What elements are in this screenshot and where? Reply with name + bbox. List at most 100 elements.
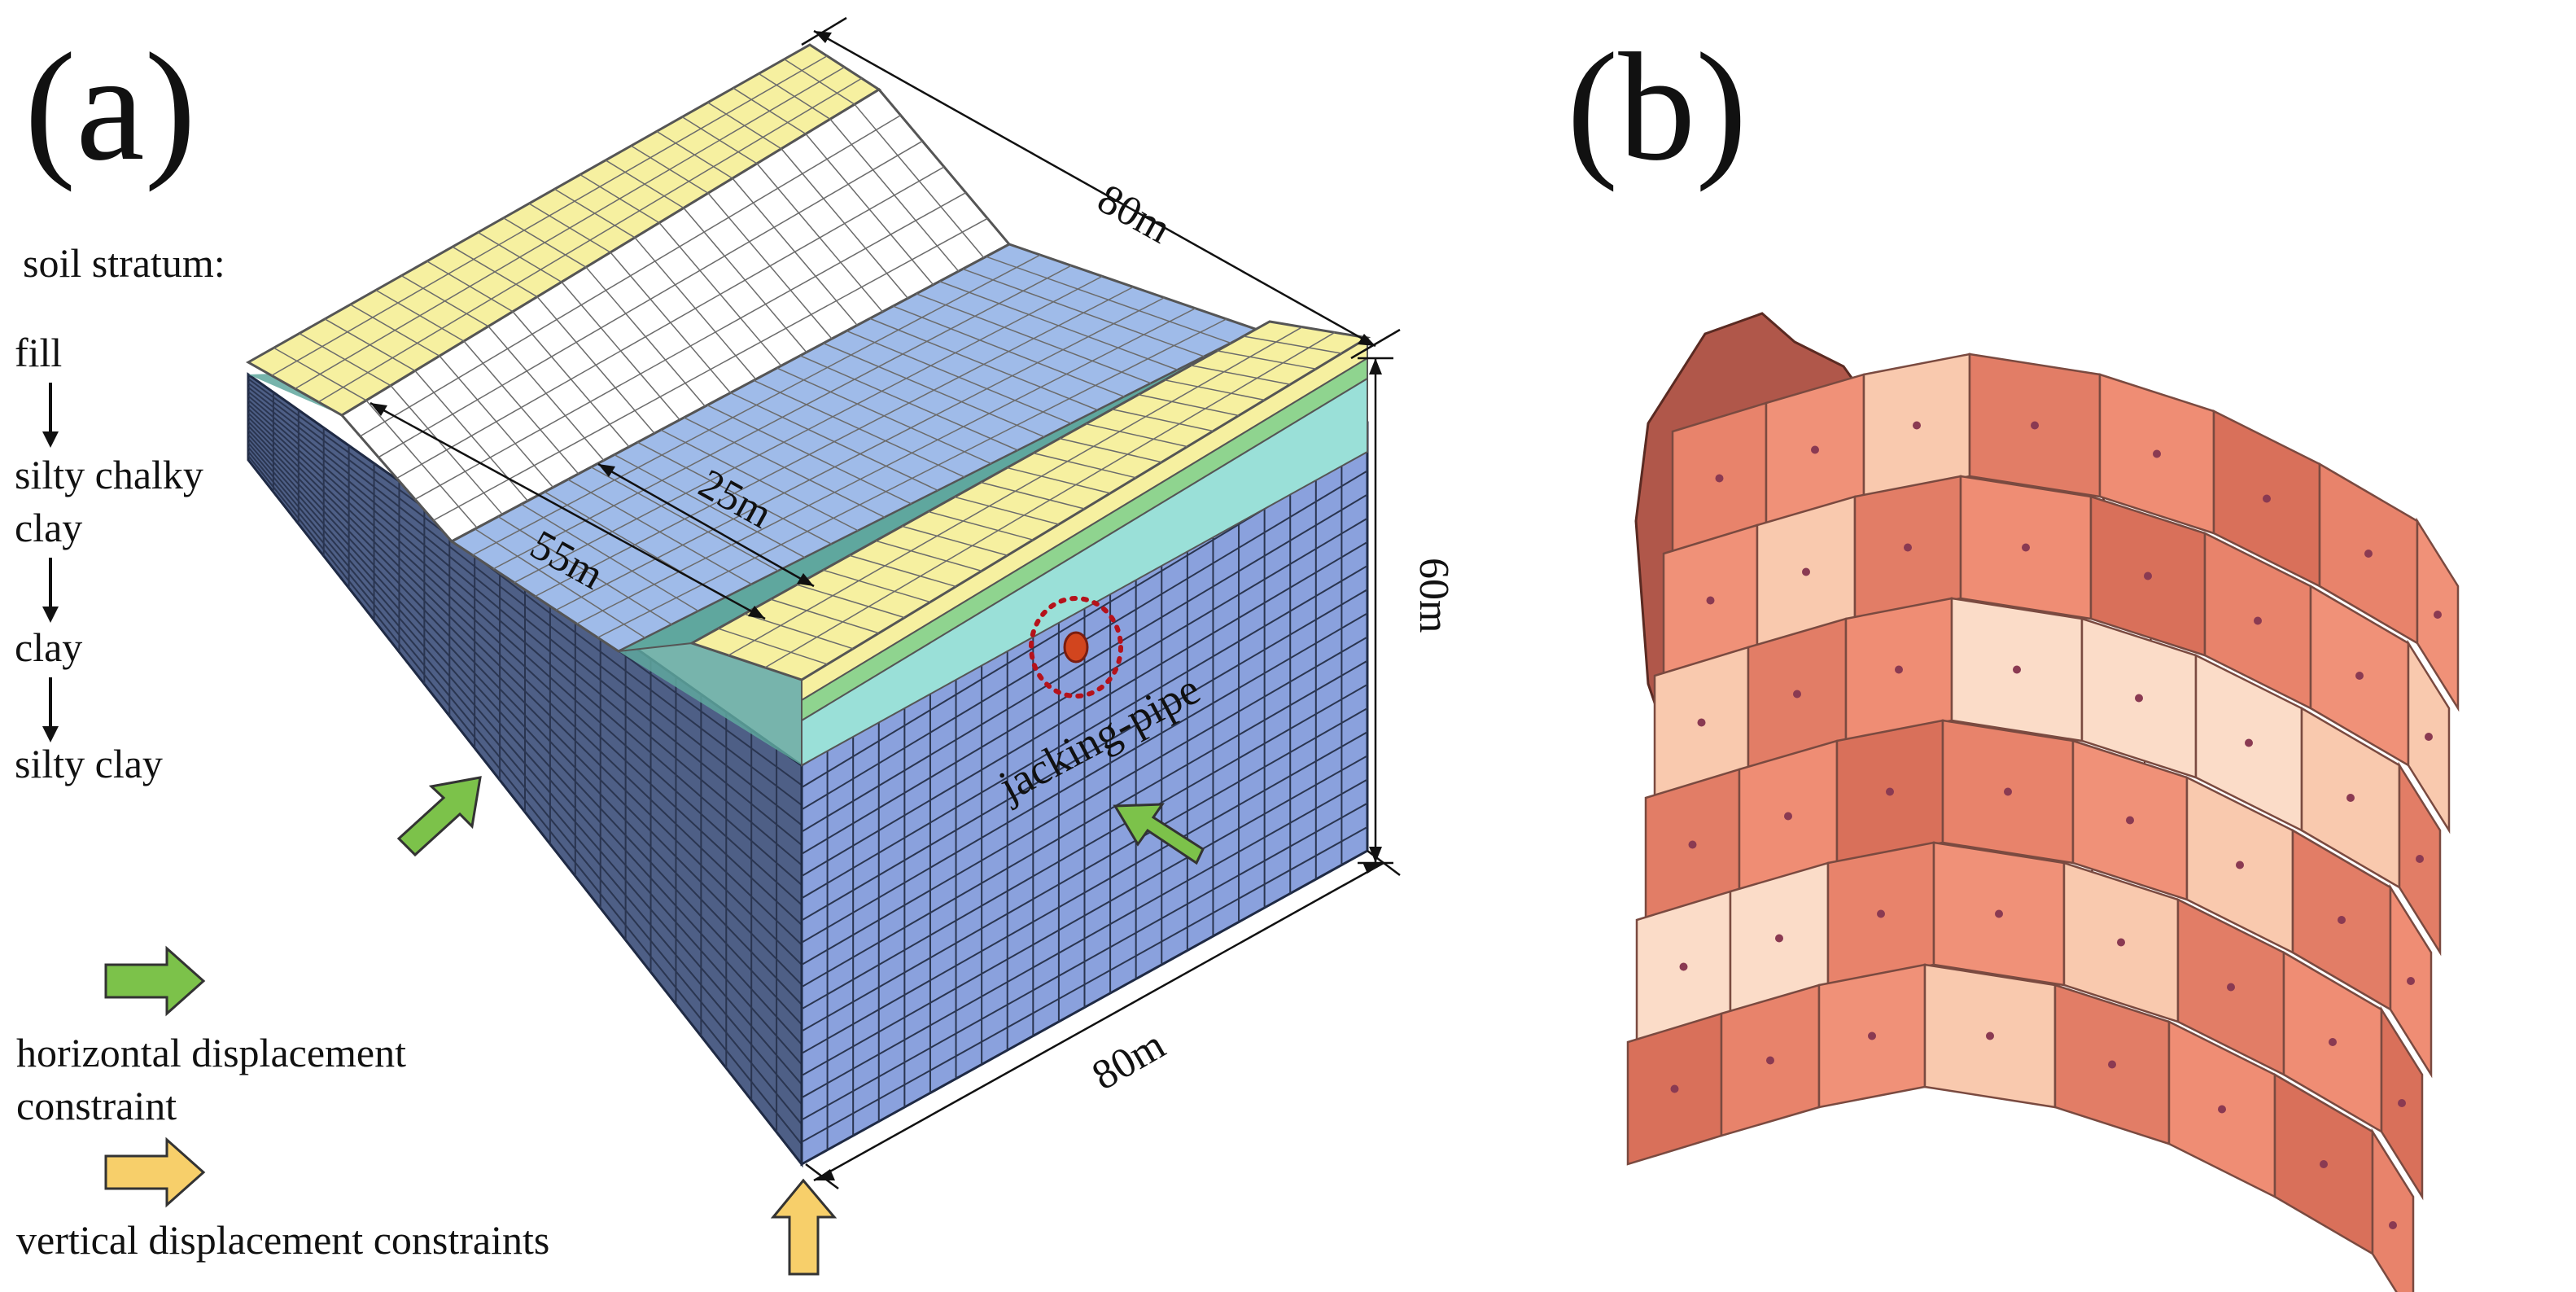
ring-node-dot xyxy=(2022,543,2030,552)
vertical-constraint-arrow-icon xyxy=(104,1137,206,1208)
horizontal-constraint-label-line1: horizontal displacement xyxy=(16,1030,406,1075)
horizontal-constraint-arrow-icon xyxy=(104,945,206,1017)
ring-node-dot xyxy=(2108,1060,2116,1069)
top-mesh-line xyxy=(555,296,1165,611)
left-mesh-line xyxy=(248,455,802,1145)
right-mesh-line xyxy=(802,589,1367,922)
right-mesh-line xyxy=(802,612,1367,944)
dimension-height: 60m xyxy=(1410,558,1457,633)
ring-node-dot xyxy=(1688,840,1697,849)
right-silty-chalky-band xyxy=(801,377,1368,767)
top-mesh-line xyxy=(796,584,905,619)
top-mesh-line xyxy=(271,55,828,376)
legend-layer-clay: clay xyxy=(15,624,82,670)
dimension-arrowheads xyxy=(370,31,1384,1180)
ring-node-dot xyxy=(2153,449,2161,458)
ring-node-dot xyxy=(2329,1038,2337,1046)
top-mesh-line xyxy=(901,525,1008,556)
left-mesh-line xyxy=(248,416,802,966)
left-mesh-line xyxy=(248,433,802,1045)
ring-node-dot xyxy=(1886,787,1894,796)
left-mesh-line xyxy=(248,442,802,1085)
left-mesh-line xyxy=(248,429,802,1026)
legend-layer-fill: fill xyxy=(15,330,62,375)
ring-node-dot xyxy=(2254,616,2262,625)
top-mesh-line xyxy=(535,286,1134,598)
left-mesh-line xyxy=(248,412,802,946)
left-mesh-line xyxy=(248,408,802,926)
ring-node-dot xyxy=(2218,1105,2226,1114)
ring-node-dot xyxy=(2407,977,2415,985)
ring-node-dot xyxy=(1706,596,1715,605)
ring-node-dot xyxy=(2263,494,2271,503)
ring-node-dot xyxy=(2117,938,2125,947)
left-mesh-line xyxy=(248,399,802,886)
ring-node-dot xyxy=(1868,1031,1876,1040)
top-mesh-line xyxy=(718,628,828,665)
horizontal-constraint-arrow-left-face xyxy=(396,776,482,857)
ring-node-dot xyxy=(2236,861,2244,869)
dimension-top-length: 80m xyxy=(1090,176,1178,253)
right-mesh-line xyxy=(802,565,1367,900)
ring-node-dot xyxy=(2398,1099,2406,1107)
top-mesh-line xyxy=(295,66,845,390)
right-face-mesh xyxy=(802,439,1367,1150)
top-mesh-line xyxy=(378,140,923,458)
ring-node-dot xyxy=(1670,1084,1679,1093)
ring-node-dot xyxy=(1697,718,1706,727)
ring-node-dot xyxy=(2320,1160,2328,1168)
legend-layer-clay-line2: clay xyxy=(15,505,82,550)
right-mesh-line xyxy=(802,659,1367,988)
legend-layer-silty-chalky: silty chalky xyxy=(15,452,203,497)
panel-a-label: (a) xyxy=(24,22,196,193)
top-mesh-line xyxy=(1191,365,1291,386)
ring-node-dot xyxy=(2031,421,2039,430)
panel-b-label: (b) xyxy=(1567,22,1747,193)
legend-title: soil stratum: xyxy=(23,240,225,286)
top-mesh-line xyxy=(1059,437,1162,463)
top-surface-mesh xyxy=(271,55,1342,668)
top-mesh-line xyxy=(728,326,1303,656)
left-mesh-line xyxy=(248,421,802,986)
right-mesh-line xyxy=(802,541,1367,877)
top-mesh-line xyxy=(928,510,1034,541)
top-mesh-line xyxy=(823,569,931,603)
top-mesh-line xyxy=(954,496,1060,525)
ring-node-dot xyxy=(2135,694,2143,703)
top-mesh-line xyxy=(1007,466,1111,494)
ring-node-dot xyxy=(1784,812,1792,821)
top-mesh-line xyxy=(980,481,1085,510)
right-mesh-line xyxy=(802,493,1367,833)
top-mesh-line xyxy=(1138,394,1240,417)
ring-node-dot xyxy=(1802,567,1810,576)
left-mesh-line xyxy=(248,386,802,826)
vertical-constraint-arrow-bottom xyxy=(770,1178,838,1276)
ring-node-dot xyxy=(1995,909,2003,918)
vertical-constraint-label: vertical displacement constraints xyxy=(16,1217,549,1263)
horizontal-constraint-label-line2: constraint xyxy=(16,1083,177,1128)
top-mesh-line xyxy=(492,265,1072,570)
ring-node-dot xyxy=(2245,738,2253,747)
right-mesh-line xyxy=(802,707,1367,1032)
right-mesh-line xyxy=(802,683,1367,1010)
left-mesh-line xyxy=(248,450,802,1125)
legend-down-arrow-icon xyxy=(42,383,59,448)
top-mesh-line xyxy=(1085,423,1188,448)
ring-node-dot xyxy=(2434,611,2442,619)
horizontal-constraint-arrow-right-face xyxy=(1113,803,1205,865)
ring-node-dot xyxy=(1715,474,1724,483)
legend-down-arrow-icon xyxy=(42,677,59,742)
ring-node-dot xyxy=(2416,855,2424,863)
top-mesh-line xyxy=(744,613,854,650)
ring-node-dot xyxy=(2144,572,2152,580)
legend: soil stratum: fill silty chalky clay cla… xyxy=(15,240,549,1263)
right-mesh-line xyxy=(802,802,1367,1121)
ring-node-dot xyxy=(2355,672,2364,680)
ring-node-dot xyxy=(2364,550,2373,558)
top-mesh-line xyxy=(1033,452,1136,479)
soil-model-block xyxy=(245,43,1371,1168)
right-mesh-line xyxy=(802,731,1367,1054)
top-mesh-line xyxy=(1112,408,1214,432)
ring-node-dot xyxy=(1793,690,1801,699)
